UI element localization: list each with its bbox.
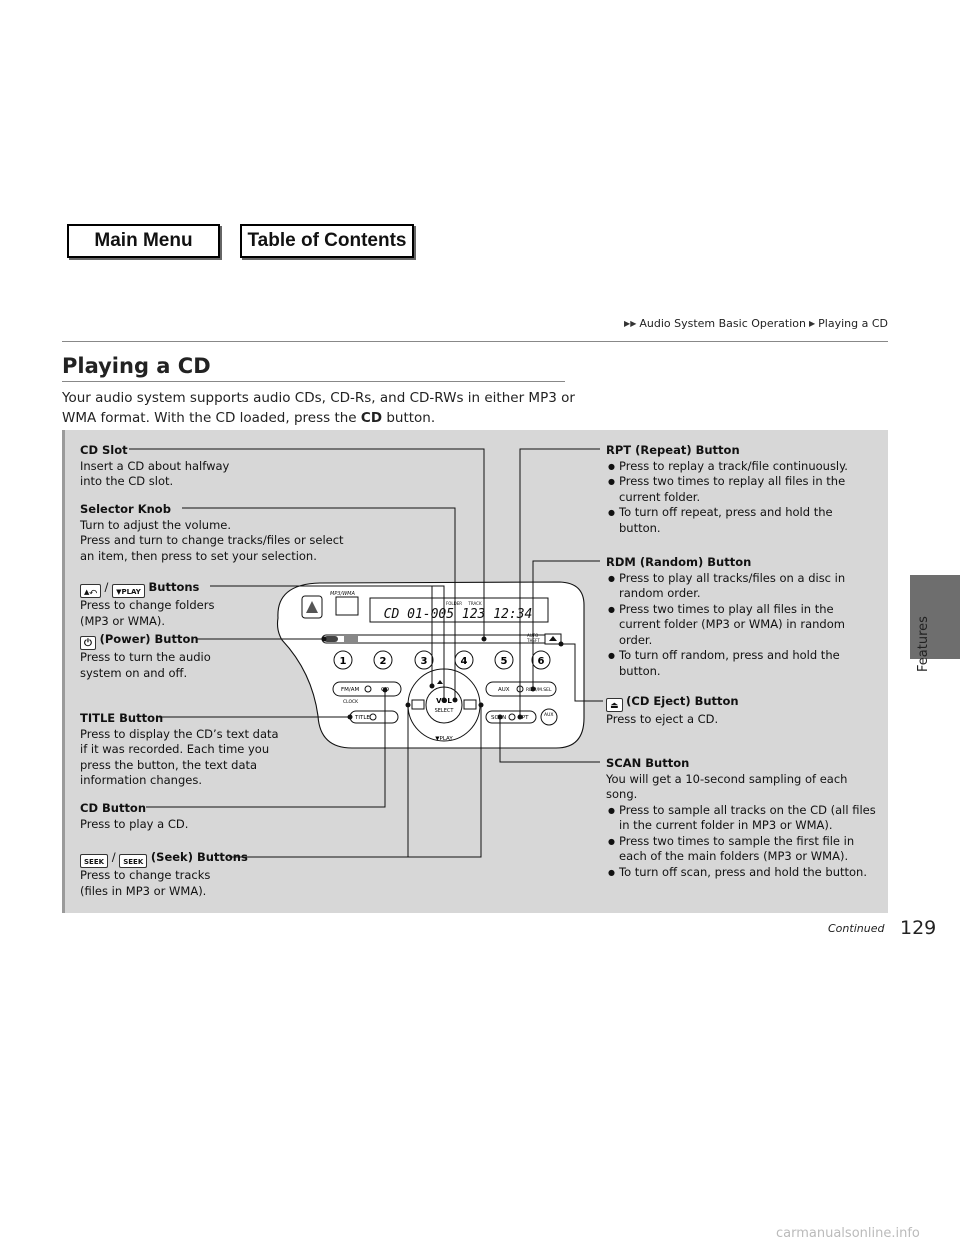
callout-selector — [182, 507, 456, 700]
callout-rdm — [532, 560, 600, 689]
callout-cd-slot — [129, 448, 485, 639]
power-icon: ⏻ — [80, 636, 96, 650]
continued-label: Continued — [828, 922, 885, 935]
svg-text:RDM/M.SEL: RDM/M.SEL — [526, 687, 552, 693]
title-underline — [62, 381, 565, 382]
hazard-button — [301, 595, 323, 619]
svg-text:FM/AM: FM/AM — [341, 687, 360, 693]
display-track-label: TRACK — [467, 601, 482, 606]
mp3-logo: MP3/WMA — [330, 591, 355, 597]
label-rdm-button: RDM (Random) Button Press to play all tr… — [606, 555, 871, 679]
radio-display — [369, 597, 549, 623]
svg-text:4: 4 — [461, 656, 468, 667]
svg-text:TITLE: TITLE — [354, 715, 370, 721]
folder-up-key-icon: ▲⤺ — [80, 584, 101, 598]
svg-text:2: 2 — [380, 656, 387, 667]
label-cd-button: CD Button Press to play a CD. — [80, 801, 189, 831]
label-selector-knob: Selector Knob Turn to adjust the volume.… — [80, 502, 344, 563]
label-scan-button: SCAN Button You will get a 10-second sam… — [606, 756, 876, 880]
indicator-icon — [344, 636, 358, 642]
breadcrumb-part2[interactable]: Playing a CD — [818, 317, 888, 330]
main-menu-button[interactable]: Main Menu — [67, 224, 220, 258]
clock-label: CLOCK — [343, 699, 359, 705]
callout-seek — [229, 705, 482, 858]
label-rpt-button: RPT (Repeat) Button Press to replay a tr… — [606, 443, 871, 536]
intro-text: Your audio system supports audio CDs, CD… — [62, 390, 575, 426]
header-divider — [62, 341, 888, 342]
svg-text:RPT: RPT — [518, 715, 529, 721]
callout-eject — [561, 643, 603, 702]
aux-jack — [540, 708, 558, 726]
svg-text:1: 1 — [340, 656, 347, 667]
seek-forward-icon: SEEK — [119, 854, 148, 868]
seek-back-icon: SEEK — [80, 854, 109, 868]
callout-rpt — [519, 448, 600, 717]
breadcrumb: ▶▶ Audio System Basic Operation ▶ Playin… — [624, 317, 888, 330]
eject-icon: ⏏ — [606, 698, 623, 712]
play-key-icon: ▼PLAY — [112, 584, 145, 598]
callout-cd-btn — [146, 690, 386, 808]
svg-text:AUX: AUX — [498, 687, 510, 693]
power-button — [324, 636, 338, 642]
label-cd-slot: CD Slot Insert a CD about halfway into t… — [80, 443, 230, 488]
svg-text:5: 5 — [501, 656, 508, 667]
svg-text:SELECT: SELECT — [435, 708, 455, 714]
label-eject-button: ⏏ (CD Eject) Button Press to eject a CD. — [606, 694, 739, 726]
page-title: Playing a CD — [62, 354, 211, 378]
display-folder-label: FOLDER — [446, 601, 462, 606]
panel-edge — [62, 430, 65, 913]
page-number: 129 — [900, 917, 937, 939]
svg-text:6: 6 — [538, 656, 545, 667]
display-readout: CD 01-005 123 12:34 — [384, 607, 533, 622]
callout-folder-b — [432, 585, 445, 700]
breadcrumb-part1[interactable]: Audio System Basic Operation — [639, 317, 806, 330]
preset-buttons: 1 2 3 4 5 6 — [333, 650, 551, 670]
chapter-tab[interactable] — [910, 575, 960, 659]
callout-scan — [499, 717, 600, 763]
label-power-button: ⏻ (Power) Button Press to turn the audio… — [80, 632, 211, 680]
breadcrumb-arrow-icon: ▶▶ — [624, 319, 637, 328]
watermark: carmanualsonline.info — [776, 1226, 920, 1241]
label-seek-buttons: SEEK / SEEK (Seek) Buttons Press to chan… — [80, 850, 248, 898]
breadcrumb-arrow-icon: ▶ — [809, 319, 816, 328]
svg-text:3: 3 — [421, 656, 428, 667]
svg-text:▼PLAY: ▼PLAY — [435, 736, 453, 742]
label-title-button: TITLE Button Press to display the CD’s t… — [80, 711, 279, 787]
radio-small-panel — [335, 596, 359, 616]
svg-text:AUX: AUX — [544, 712, 553, 718]
label-folder-buttons: ▲⤺ / ▼PLAY Buttons Press to change folde… — [80, 580, 215, 628]
table-of-contents-button[interactable]: Table of Contents — [240, 224, 414, 258]
